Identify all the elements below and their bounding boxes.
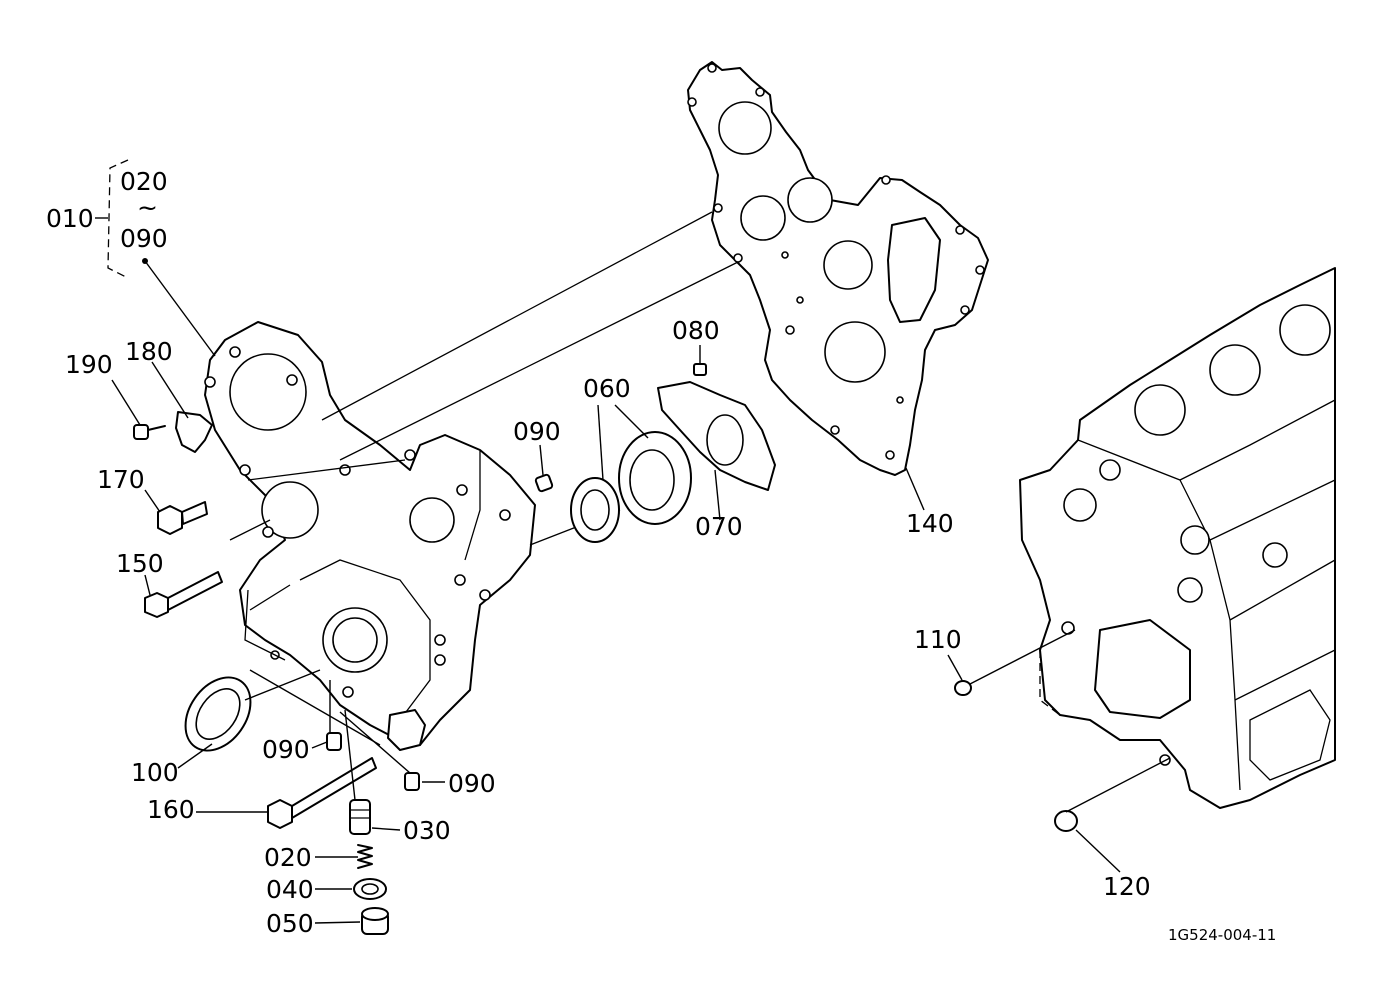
- label-050: 050: [266, 909, 314, 938]
- oil-seal-100: [184, 676, 252, 752]
- plug-090-a: [326, 732, 342, 751]
- label-150: 150: [116, 549, 164, 578]
- bolt-170: [157, 501, 208, 535]
- bolt-160: [267, 757, 377, 829]
- label-110: 110: [914, 625, 962, 654]
- leader-lines: [95, 159, 1171, 924]
- label-tilde: ~: [137, 193, 158, 222]
- plug-090-b: [404, 772, 420, 791]
- screw-190: [133, 424, 166, 440]
- label-180: 180: [125, 337, 173, 366]
- rotor-060-outer: [618, 431, 692, 525]
- label-090-b: 090: [448, 769, 496, 798]
- label-070: 070: [695, 512, 743, 541]
- washer-040: [353, 878, 387, 900]
- label-090-c: 090: [513, 417, 561, 446]
- o-ring-110: [954, 680, 972, 696]
- plug-090-c: [534, 473, 554, 493]
- label-170: 170: [97, 465, 145, 494]
- label-010: 010: [46, 204, 94, 233]
- label-090-a: 090: [262, 735, 310, 764]
- callout-labels: 010 020 ~ 090 190 180 170 150 100 160 09…: [46, 167, 1276, 944]
- spring-020: [357, 844, 373, 869]
- label-140: 140: [906, 509, 954, 538]
- label-030: 030: [403, 816, 451, 845]
- figure-code: 1G524-004-11: [1168, 926, 1276, 944]
- o-ring-120: [1054, 810, 1078, 832]
- label-160: 160: [147, 795, 195, 824]
- label-100: 100: [131, 758, 179, 787]
- pump-cover-070: [657, 381, 776, 491]
- gasket-plate-140: [687, 61, 989, 476]
- engine-block: [1019, 267, 1336, 809]
- bolt-150: [144, 571, 223, 618]
- label-020-top: 020: [120, 167, 168, 196]
- label-020: 020: [264, 843, 312, 872]
- plug-050: [361, 907, 389, 935]
- label-120: 120: [1103, 872, 1151, 901]
- label-080: 080: [672, 316, 720, 345]
- label-190: 190: [65, 350, 113, 379]
- relief-valve-030: [349, 799, 371, 835]
- gear-case-cover: [204, 321, 536, 751]
- label-060: 060: [583, 374, 631, 403]
- label-090-top: 090: [120, 224, 168, 253]
- screw-080: [693, 363, 707, 376]
- rotor-060-inner: [570, 477, 620, 543]
- sensor-180: [175, 411, 213, 453]
- label-040: 040: [266, 875, 314, 904]
